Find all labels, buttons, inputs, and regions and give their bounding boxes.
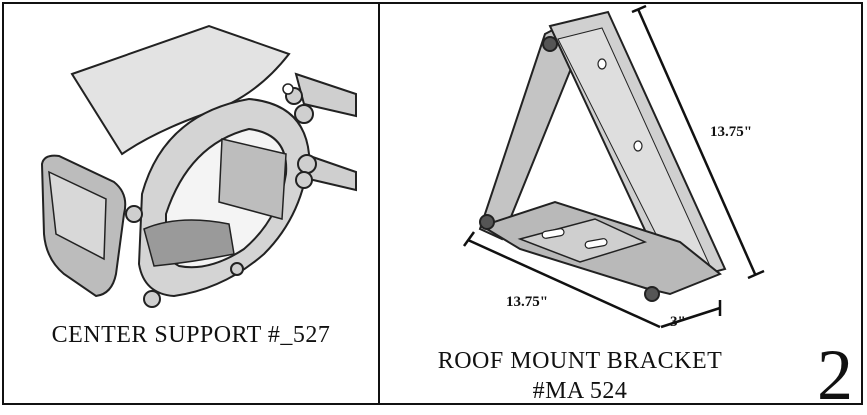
center-support-caption: CENTER SUPPORT #_527 <box>51 322 331 348</box>
dim-line-width <box>660 306 721 329</box>
center-support-illustration <box>40 24 357 308</box>
center-support-panel: CENTER SUPPORT #_527 <box>4 4 380 403</box>
dim-label-side: 13.75" <box>710 124 753 140</box>
dim-label-width: 3" <box>670 314 686 330</box>
dim-line-base <box>467 238 661 329</box>
roof-mount-caption-line1: ROOF MOUNT BRACKET <box>437 348 723 374</box>
page-frame: CENTER SUPPORT #_527 <box>2 2 863 411</box>
roof-mount-caption: ROOF MOUNT BRACKET #MA 524 <box>380 346 780 406</box>
dim-line-side <box>636 8 757 275</box>
page-number: 2 <box>817 335 853 415</box>
dim-label-base: 13.75" <box>506 294 549 310</box>
roof-mount-caption-line2: #MA 524 <box>532 378 628 404</box>
roof-mount-illustration <box>462 4 765 329</box>
roof-mount-panel: 13.75" 13.75" 3" ROOF MOUNT BRACKET #MA … <box>380 4 861 411</box>
